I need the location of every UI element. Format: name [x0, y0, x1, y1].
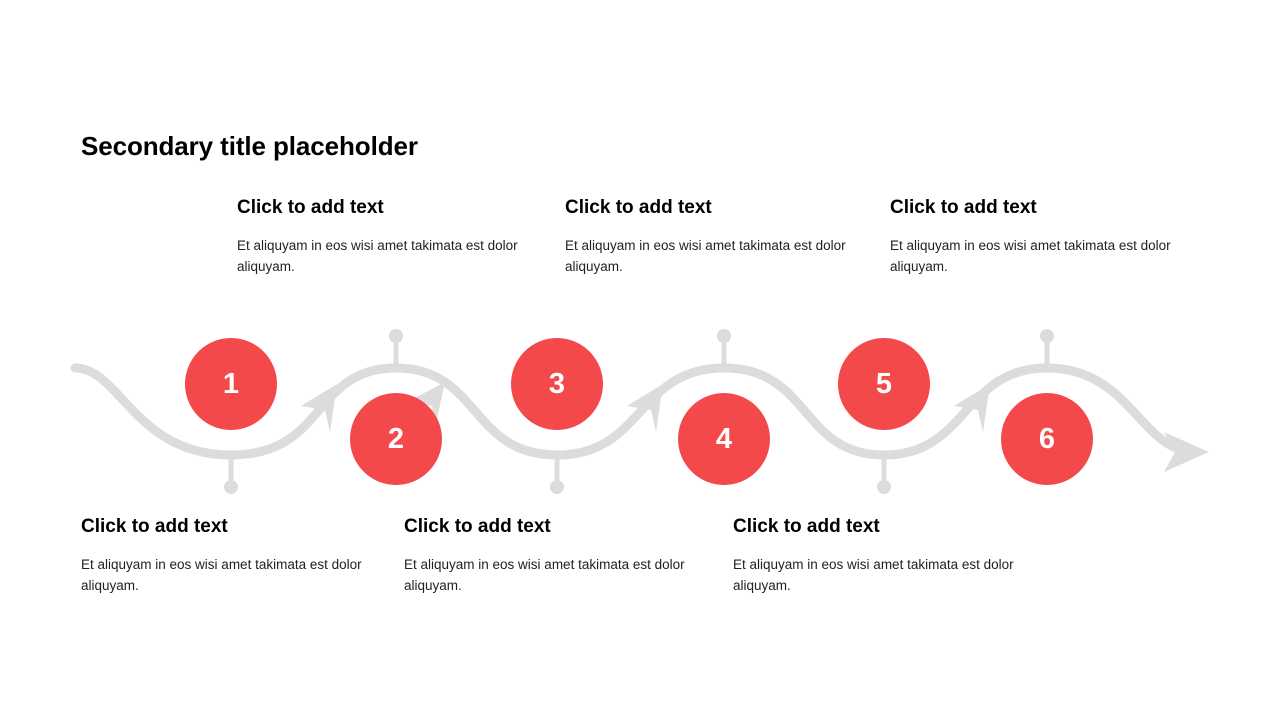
step-circle-4[interactable]: 4: [678, 393, 770, 485]
step-number-label: 3: [548, 367, 566, 400]
step-circle-2[interactable]: 2: [350, 393, 442, 485]
connector-dot: [389, 329, 403, 343]
step-circle-6[interactable]: 6: [1001, 393, 1093, 485]
connector-stems-down: [224, 452, 891, 494]
connector-dot: [877, 480, 891, 494]
connector-dot: [550, 480, 564, 494]
flow-path-group: [70, 363, 1201, 460]
text-block-body[interactable]: Et aliquyam in eos wisi amet takimata es…: [404, 557, 685, 593]
text-block-heading[interactable]: Click to add text: [404, 516, 551, 537]
step-circle-5[interactable]: 5: [838, 338, 930, 430]
step-circle-3[interactable]: 3: [511, 338, 603, 430]
text-block-body[interactable]: Et aliquyam in eos wisi amet takimata es…: [237, 238, 518, 274]
connector-down-1: [224, 452, 238, 494]
text-block-bottom-2[interactable]: Click to add text Et aliquyam in eos wis…: [404, 516, 704, 596]
text-block-heading[interactable]: Click to add text: [565, 197, 712, 218]
arrowhead-icon-1: [301, 384, 337, 432]
text-block-top-2[interactable]: Click to add text Et aliquyam in eos wis…: [565, 197, 865, 277]
connector-stems-up: [389, 329, 1054, 371]
text-block-top-3[interactable]: Click to add text Et aliquyam in eos wis…: [890, 197, 1190, 277]
connector-up-1: [389, 329, 403, 371]
text-block-bottom-3[interactable]: Click to add text Et aliquyam in eos wis…: [733, 516, 1033, 596]
step-number-label: 5: [875, 367, 893, 400]
process-flow-graphic: [70, 329, 1209, 494]
arrowhead-icon-3: [954, 384, 990, 432]
page-title[interactable]: Secondary title placeholder: [81, 131, 418, 161]
text-block-heading[interactable]: Click to add text: [733, 516, 880, 537]
text-block-heading[interactable]: Click to add text: [237, 197, 384, 218]
connector-up-2: [717, 329, 731, 371]
text-block-heading[interactable]: Click to add text: [81, 516, 228, 537]
step-number-label: 6: [1038, 422, 1056, 455]
text-block-top-1[interactable]: Click to add text Et aliquyam in eos wis…: [237, 197, 537, 277]
arrowhead-icon-2: [627, 384, 663, 432]
connector-dot: [224, 480, 238, 494]
step-number-label: 1: [222, 367, 240, 400]
text-block-bottom-1[interactable]: Click to add text Et aliquyam in eos wis…: [81, 516, 381, 596]
text-block-heading[interactable]: Click to add text: [890, 197, 1037, 218]
flow-path-curve: [70, 363, 1201, 460]
text-block-body[interactable]: Et aliquyam in eos wisi amet takimata es…: [565, 238, 846, 274]
connector-up-3: [1040, 329, 1054, 371]
connector-dot: [717, 329, 731, 343]
connector-down-2: [550, 452, 564, 494]
connector-dot: [1040, 329, 1054, 343]
connector-down-3: [877, 452, 891, 494]
arrowhead-icon-5: [1164, 432, 1209, 472]
text-block-body[interactable]: Et aliquyam in eos wisi amet takimata es…: [81, 557, 362, 593]
step-circle-1[interactable]: 1: [185, 338, 277, 430]
step-number-label: 2: [387, 422, 405, 455]
text-block-body[interactable]: Et aliquyam in eos wisi amet takimata es…: [890, 238, 1171, 274]
text-block-body[interactable]: Et aliquyam in eos wisi amet takimata es…: [733, 557, 1014, 593]
step-number-label: 4: [715, 422, 733, 455]
